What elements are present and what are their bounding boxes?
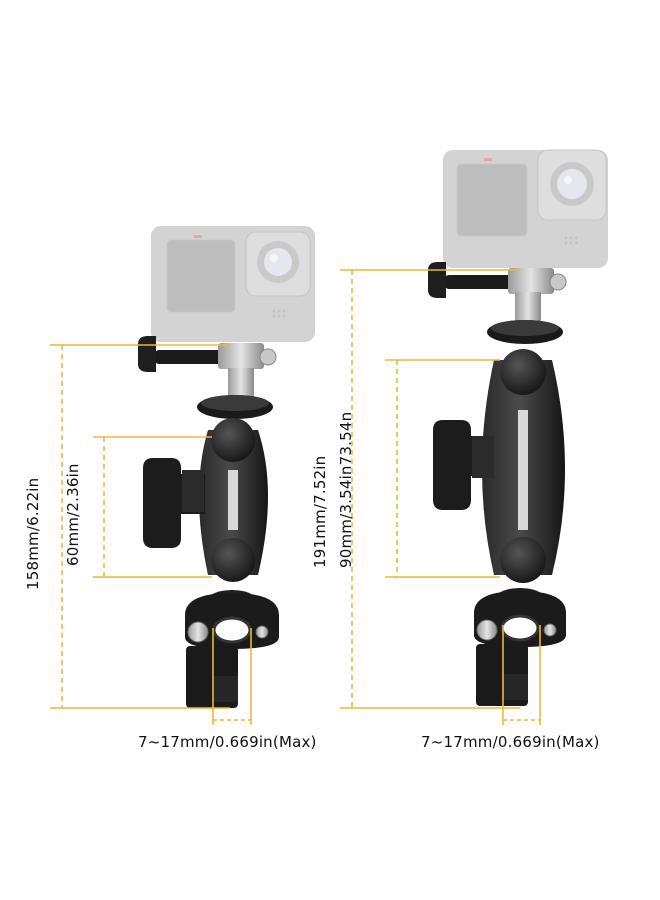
right-arm-height-label: 90mm/3.54in73.54n — [337, 411, 355, 568]
left-knob — [143, 458, 205, 548]
right-arm-height-dimension — [385, 359, 500, 578]
left-clamp — [185, 590, 279, 708]
left-camera — [151, 226, 315, 342]
right-camera — [443, 149, 608, 268]
right-knob — [433, 420, 494, 510]
right-total-height-dimension — [340, 269, 520, 709]
left-clamp-range-label: 7~17mm/0.669in(Max) — [138, 733, 317, 751]
left-total-height-label: 158mm/6.22in — [24, 477, 42, 590]
right-thumb-screw — [428, 262, 567, 322]
right-arm — [482, 349, 565, 583]
left-clamp-range-dimension — [212, 628, 252, 725]
left-total-height-dimension — [50, 344, 230, 709]
left-arm-height-label: 60mm/2.36in — [64, 463, 82, 566]
left-arm — [199, 418, 268, 582]
left-mount — [138, 226, 315, 708]
right-total-height-label: 191mm/7.52in — [311, 455, 329, 568]
right-clamp — [474, 588, 566, 706]
left-arm-height-dimension — [93, 436, 212, 578]
right-clamp-range-dimension — [502, 625, 541, 725]
right-clamp-range-label: 7~17mm/0.669in(Max) — [421, 733, 600, 751]
right-mount — [428, 149, 608, 706]
